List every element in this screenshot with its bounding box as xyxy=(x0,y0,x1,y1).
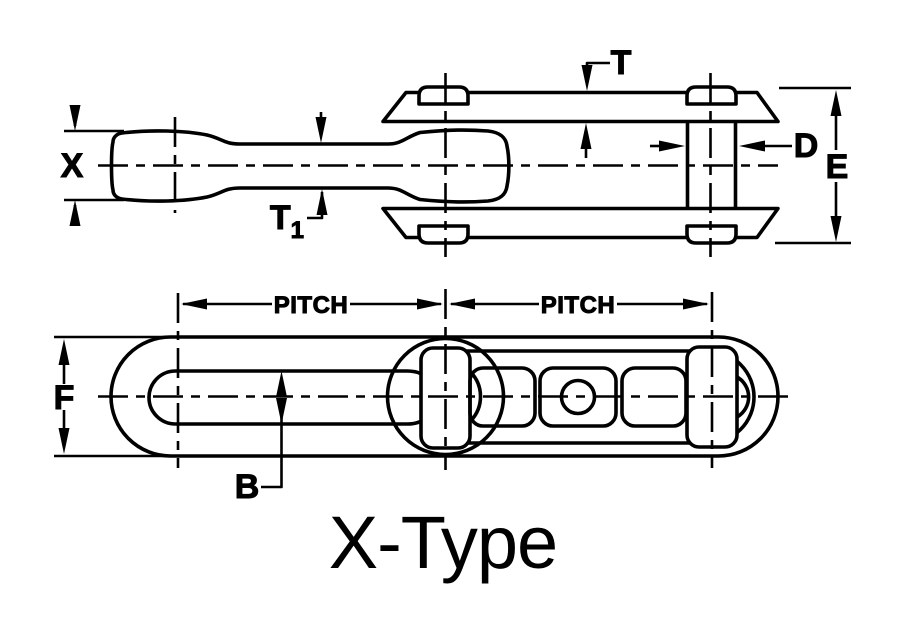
dimension-annotations-top: X T1 T D E xyxy=(60,44,851,245)
dimension-label-d: D xyxy=(794,127,819,165)
top-view-drawing xyxy=(109,85,780,245)
dimension-label-pitch-left: PITCH xyxy=(274,292,349,319)
pin-boss-cap xyxy=(417,224,470,245)
dimension-label-t: T xyxy=(611,44,632,82)
drawing-root: X T1 T D E xyxy=(53,44,851,584)
cast-link-body xyxy=(109,128,511,204)
dimension-annotations-bottom: PITCH PITCH F B xyxy=(53,292,709,507)
dimension-label-x: X xyxy=(61,147,84,185)
dimension-label-pitch-right: PITCH xyxy=(541,292,616,319)
dimension-label-t1: T1 xyxy=(270,199,304,244)
dimension-label-b: B xyxy=(235,468,260,506)
centerlines xyxy=(98,73,790,470)
dimension-label-f: F xyxy=(54,379,75,417)
dimension-label-e: E xyxy=(826,148,849,186)
top-sidebar-plate xyxy=(381,90,780,124)
pin-boss-cap xyxy=(417,85,470,106)
pin-boss-cap xyxy=(685,224,738,245)
bottom-sidebar-plate xyxy=(381,206,780,240)
diagram-title: X-Type xyxy=(329,501,557,584)
